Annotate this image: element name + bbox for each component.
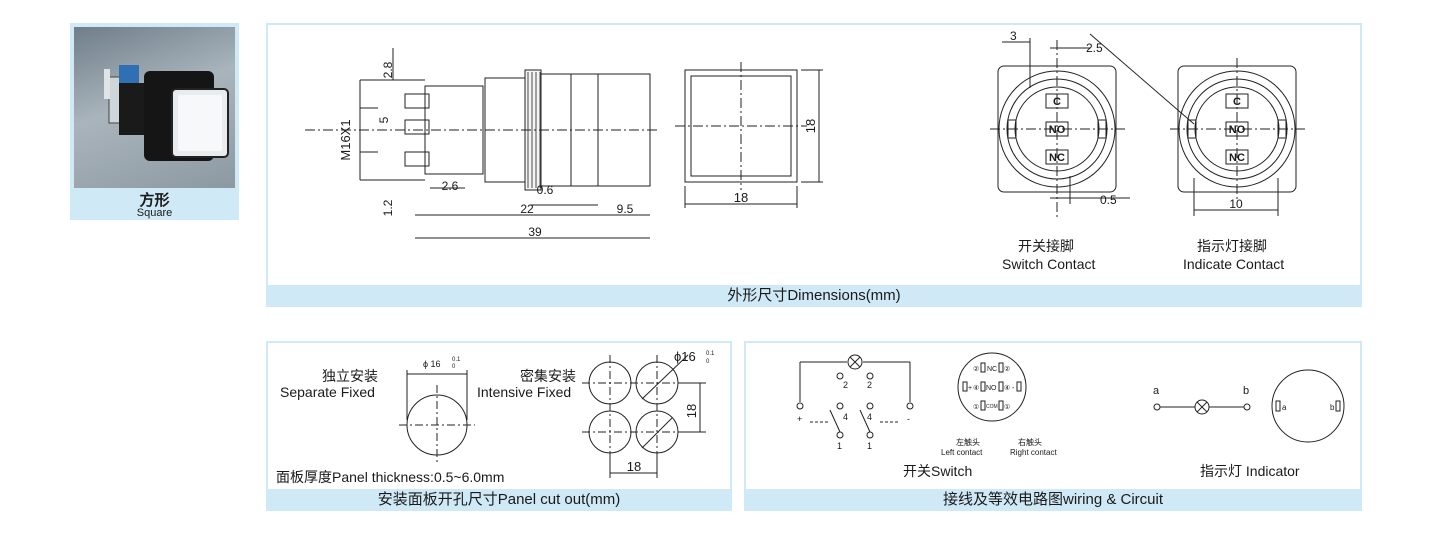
product-card: 方形 Square: [70, 23, 239, 220]
dim-0-6: 0.6: [537, 183, 554, 197]
dial-2-right: ②: [1004, 365, 1010, 373]
switch-contact-label-en: Switch Contact: [1002, 256, 1096, 272]
dial-minus: -: [1012, 385, 1015, 392]
pin-4-right: 4: [867, 412, 872, 422]
dim-10: 10: [1229, 197, 1243, 211]
pin-1-right: 1: [867, 441, 872, 451]
node-b: b: [1243, 385, 1249, 397]
indicate-pin-no: NO: [1229, 124, 1246, 136]
switch-wiring-schematic: 2 2 4 4 1 1 + -: [796, 354, 914, 451]
indicator-label: 指示灯 Indicator: [1200, 463, 1300, 479]
indicate-pin-nc: NC: [1229, 152, 1245, 164]
switch-contact-label-zh: 开关接脚: [1018, 238, 1074, 254]
dim-2-5: 2.5: [1086, 41, 1103, 55]
pitch-vertical: 18: [684, 404, 699, 418]
front-height: 18: [803, 119, 818, 133]
separate-label-en: Separate Fixed: [280, 384, 375, 400]
dim-2-6: 2.6: [442, 179, 459, 193]
cutout-panel: [266, 341, 732, 511]
dial-4-right: ④: [1004, 384, 1010, 392]
pushbutton-illustration: [104, 65, 229, 161]
pitch-horizontal: 18: [627, 459, 641, 474]
product-title-en: Square: [136, 207, 173, 219]
indicate-pin-c: C: [1233, 96, 1241, 108]
intensive-tol-down: 0: [706, 359, 710, 365]
pin-1-left: 1: [837, 441, 842, 451]
dim-9-5: 9.5: [617, 202, 634, 216]
dial-2-left: ②: [973, 365, 979, 373]
switch-pin-no: NO: [1049, 124, 1066, 136]
switch-contact-drawing: 3 2.5 0.5 C NO NC: [990, 29, 1130, 218]
separate-label-zh: 独立安装: [322, 368, 378, 384]
switch-pin-c: C: [1053, 96, 1061, 108]
dim-39: 39: [528, 225, 542, 239]
separate-tol-up: 0.1: [452, 357, 461, 363]
thread-label: M16X1: [338, 119, 353, 160]
separate-hole-drawing: ϕ 16 0.1 0: [399, 357, 475, 462]
cutout-caption: 安装面板开孔尺寸Panel cut out(mm): [268, 489, 730, 511]
dial-1-right: ①: [1004, 403, 1010, 411]
indicate-contact-label-zh: 指示灯接脚: [1197, 238, 1267, 254]
separate-dia: ϕ 16: [423, 359, 441, 369]
dial-1-left: ①: [973, 403, 979, 411]
indicator-circuit: a b: [1153, 385, 1251, 415]
minus-sign: -: [907, 414, 910, 424]
pin-2-right: 2: [867, 380, 872, 390]
front-view-drawing: 18 18: [675, 62, 823, 208]
dim-22: 22: [520, 202, 534, 216]
contact-dial-schematic: ② NC ② + ④ NO ④ - ① COM ①: [957, 352, 1027, 422]
node-a: a: [1153, 385, 1160, 397]
dial-nc: NC: [987, 366, 997, 373]
dial-plus: +: [968, 385, 972, 392]
dial-4-left: ④: [973, 384, 979, 392]
dim-5: 5: [377, 116, 391, 123]
wiring-caption: 接线及等效电路图wiring & Circuit: [746, 489, 1360, 511]
wiring-panel: [744, 341, 1362, 511]
pin-4-left: 4: [843, 412, 848, 422]
indicator-lamp-dial: a b: [1271, 369, 1345, 443]
side-view-drawing: M16X1 2.8 5 1.2 2.6 0.6 22 9.5 39: [305, 48, 660, 239]
product-title-zh: 方形: [139, 192, 170, 209]
intensive-dia: ϕ16: [674, 349, 696, 364]
switch-pin-nc: NC: [1049, 152, 1065, 164]
indicate-contact-drawing: C NO NC 10: [1089, 33, 1305, 216]
indicate-contact-label-en: Indicate Contact: [1183, 256, 1285, 272]
right-contact-en: Right contact: [1010, 448, 1057, 457]
front-width: 18: [734, 190, 748, 205]
left-contact-zh: 左触头: [956, 438, 980, 447]
dial-no: NO: [986, 385, 997, 392]
dimensions-caption: 外形尺寸Dimensions(mm): [268, 285, 1360, 307]
dial-com: COM: [986, 404, 998, 410]
dim-1-2: 1.2: [381, 199, 395, 216]
lamp-b: b: [1330, 403, 1335, 412]
left-contact-en: Left contact: [941, 448, 983, 457]
plus-sign: +: [797, 414, 802, 424]
separate-tol-down: 0: [452, 364, 456, 370]
panel-thickness: 面板厚度Panel thickness:0.5~6.0mm: [276, 469, 505, 485]
switch-label: 开关Switch: [903, 463, 973, 479]
pin-2-left: 2: [843, 380, 848, 390]
lamp-a: a: [1282, 403, 1287, 412]
intensive-label-zh: 密集安装: [520, 368, 576, 384]
intensive-tol-up: 0.1: [706, 351, 715, 357]
intensive-label-en: Intensive Fixed: [477, 384, 572, 400]
intensive-holes-drawing: ϕ16 0.1 0 18 18: [582, 349, 715, 478]
dim-2-8: 2.8: [381, 61, 395, 78]
dim-0-5: 0.5: [1100, 193, 1117, 207]
product-photo: [74, 27, 235, 188]
right-contact-zh: 右触头: [1018, 438, 1042, 447]
dim-3: 3: [1010, 29, 1017, 43]
